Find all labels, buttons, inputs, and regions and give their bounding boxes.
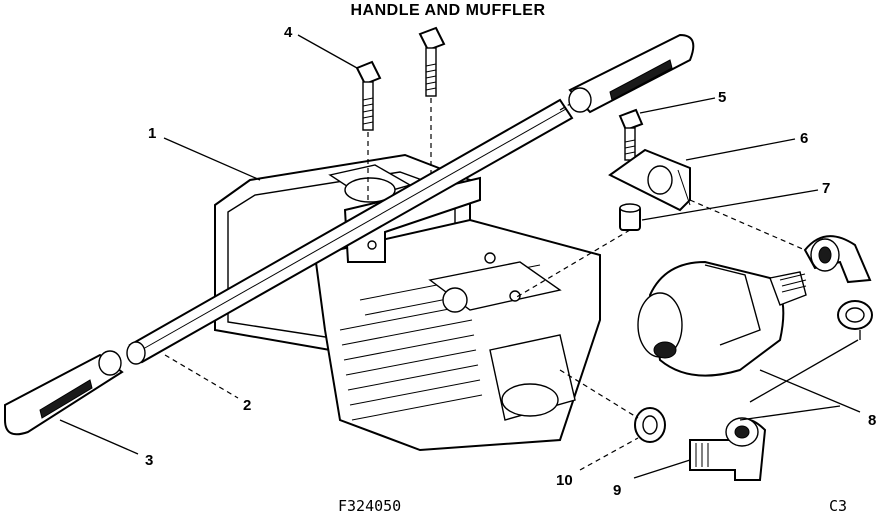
callout-9: 9 xyxy=(613,482,621,499)
grip-rear xyxy=(568,33,695,114)
drawing-number: F324050 xyxy=(338,497,402,515)
callout-3: 3 xyxy=(145,452,153,469)
exhaust-elbow-part-9 xyxy=(689,417,767,481)
bolt-part-4 xyxy=(355,60,382,205)
grip-part-3-front xyxy=(4,350,124,436)
callout-6: 6 xyxy=(800,130,808,147)
handle-tube-part-2 xyxy=(126,98,574,365)
leader-lines xyxy=(59,34,861,479)
spacer-part-7 xyxy=(514,203,641,299)
handle-bracket xyxy=(343,176,481,263)
callout-7: 7 xyxy=(822,180,830,197)
bolt-secondary xyxy=(418,26,446,180)
bolt-part-5 xyxy=(618,108,644,161)
muffler-bracket-part-6 xyxy=(608,148,691,212)
callout-10: 10 xyxy=(556,472,573,489)
callout-2: 2 xyxy=(243,397,251,414)
lock-washer-part-10 xyxy=(634,407,666,443)
callout-4: 4 xyxy=(284,24,293,41)
engine-block xyxy=(313,218,601,452)
muffler-part-8 xyxy=(637,260,807,377)
sheet-code: C3 xyxy=(829,497,848,515)
callout-8: 8 xyxy=(868,412,876,429)
callout-1: 1 xyxy=(148,125,156,142)
callout-numbers: 1 2 3 4 5 6 7 8 9 10 xyxy=(145,24,876,499)
diagram-title: HANDLE AND MUFFLER xyxy=(350,2,546,19)
callout-5: 5 xyxy=(718,89,726,106)
lock-washer-upper xyxy=(837,300,873,330)
